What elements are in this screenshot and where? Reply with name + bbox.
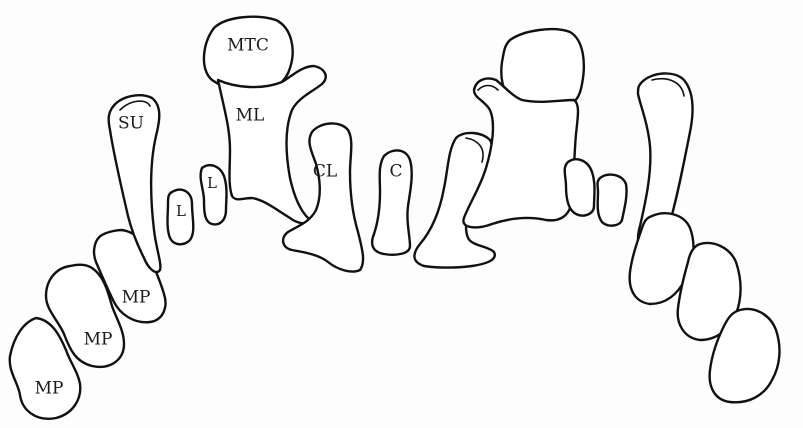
- label-ml: ML: [236, 106, 265, 126]
- label-mp-middle: MP: [84, 330, 113, 350]
- label-l-lower: L: [176, 202, 186, 220]
- shape-right-small-1: [565, 159, 595, 215]
- label-c: C: [389, 162, 402, 182]
- label-mtc: MTC: [227, 36, 269, 56]
- label-cl: CL: [313, 162, 337, 182]
- label-mp-bottom: MP: [35, 379, 64, 399]
- shape-right-small-2: [598, 175, 627, 226]
- label-su: SU: [118, 114, 144, 134]
- label-l-upper: L: [207, 174, 217, 192]
- label-mp-top: MP: [122, 288, 151, 308]
